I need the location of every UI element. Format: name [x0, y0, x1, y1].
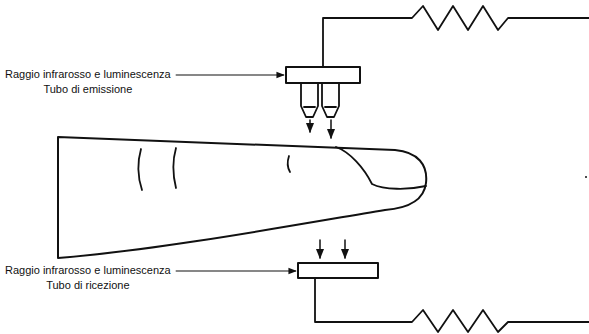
leader-arrow [176, 74, 284, 75]
finger-crease [173, 148, 176, 188]
reception-ray [344, 240, 346, 258]
dot [585, 176, 587, 178]
finger-crease [288, 156, 290, 172]
fingernail [336, 147, 426, 189]
leader-arrow [176, 270, 296, 271]
reception-ray [319, 240, 321, 258]
receiver-block [298, 263, 378, 278]
emitter-block [286, 67, 360, 83]
receiver-wire [315, 278, 589, 332]
ray-label: Raggio infrarosso e luminescenza [4, 68, 172, 81]
finger-crease [138, 149, 142, 190]
ray-label: Raggio infrarosso e luminescenza [4, 264, 172, 277]
emitter-wire [323, 6, 589, 67]
emitter-tube [301, 83, 318, 117]
emitter-tube [322, 83, 339, 117]
part-name: Tubo di emissione [42, 83, 133, 96]
emission-ray [330, 120, 332, 138]
finger-outline [58, 137, 426, 258]
emission-ray [309, 120, 311, 132]
part-name: Tubo di ricezione [45, 279, 130, 292]
